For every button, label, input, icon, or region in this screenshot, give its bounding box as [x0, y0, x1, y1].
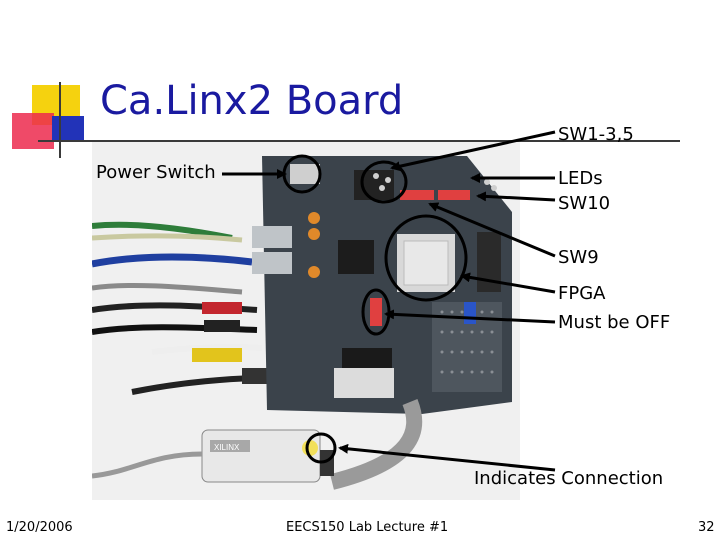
- title-underline: [38, 140, 680, 142]
- label-fpga: FPGA: [558, 283, 606, 304]
- decor-red-square: [12, 113, 54, 149]
- board-illustration: XILINX: [91, 154, 512, 490]
- board-photo: XILINX: [91, 142, 520, 500]
- label-must-be-off: Must be OFF: [558, 312, 671, 333]
- footer-course: EECS150 Lab Lecture #1: [286, 520, 449, 535]
- label-sw10: SW10: [558, 193, 611, 214]
- label-sw1-3-5: SW1-3,5: [558, 124, 634, 145]
- slide-title: Ca.Linx2 Board: [100, 78, 404, 124]
- decor-blue-square: [52, 116, 84, 140]
- label-sw9: SW9: [558, 247, 599, 268]
- footer-date: 1/20/2006: [6, 520, 73, 535]
- label-leds: LEDs: [558, 168, 603, 189]
- label-power-switch: Power Switch: [96, 162, 216, 183]
- footer-page-number: 32: [698, 520, 715, 535]
- decor-vertical-line: [59, 82, 61, 158]
- cable-brand-label: XILINX: [214, 443, 240, 452]
- label-indicates-connection: Indicates Connection: [474, 468, 664, 489]
